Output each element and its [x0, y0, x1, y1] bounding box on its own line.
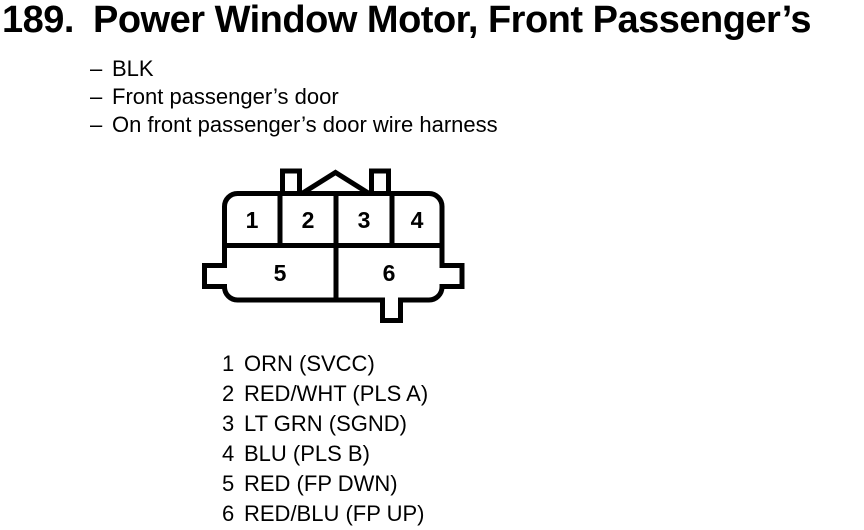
pin-wire-label: ORN (SVCC) [244, 351, 375, 376]
figure-title-text: Power Window Motor, Front Passenger’s [93, 0, 812, 41]
cavity-number: 5 [274, 260, 287, 286]
pin-number: 4 [222, 441, 235, 466]
pin-wire-label: LT GRN (SGND) [244, 411, 407, 436]
pin-number: 6 [222, 501, 235, 526]
pin-number: 1 [222, 351, 235, 376]
pin-wire-label: RED (FP DWN) [244, 471, 398, 496]
cavity-number: 6 [383, 260, 396, 286]
note-text: On front passenger’s door wire harness [112, 112, 498, 137]
connector-body [202, 191, 465, 323]
cavity-number: 1 [246, 207, 259, 233]
figure-number: 189. [2, 0, 74, 41]
pinout-row: 2 RED/WHT (PLS A) [222, 379, 428, 409]
note-line: –Front passenger’s door [90, 83, 498, 111]
dash-bullet: – [90, 56, 103, 81]
figure-title: 189. Power Window Motor, Front Passenger… [2, 0, 812, 41]
pinout-row: 6 RED/BLU (FP UP) [222, 499, 428, 529]
pinout-row: 5 RED (FP DWN) [222, 469, 428, 499]
note-text: BLK [112, 56, 154, 81]
pin-wire-label: RED/BLU (FP UP) [244, 501, 425, 526]
connector-notes: –BLK –Front passenger’s door –On front p… [90, 55, 498, 139]
cavity-number: 2 [302, 207, 315, 233]
note-line: –On front passenger’s door wire harness [90, 111, 498, 139]
note-text: Front passenger’s door [112, 84, 339, 109]
cavity-number: 3 [358, 207, 371, 233]
pin-number: 2 [222, 381, 235, 406]
pinout-row: 1 ORN (SVCC) [222, 349, 428, 379]
note-line: –BLK [90, 55, 498, 83]
pin-number: 3 [222, 411, 235, 436]
pinout-list: 1 ORN (SVCC) 2 RED/WHT (PLS A) 3 LT GRN … [222, 349, 428, 529]
connector-index-triangle-icon [300, 169, 371, 196]
pinout-row: 4 BLU (PLS B) [222, 439, 428, 469]
dash-bullet: – [90, 112, 103, 137]
dash-bullet: – [90, 84, 103, 109]
pin-number: 5 [222, 471, 235, 496]
connector-diagram: 1 2 3 4 5 6 [202, 168, 465, 323]
cavity-number: 4 [411, 207, 424, 233]
pinout-row: 3 LT GRN (SGND) [222, 409, 428, 439]
pin-wire-label: RED/WHT (PLS A) [244, 381, 429, 406]
pin-wire-label: BLU (PLS B) [244, 441, 370, 466]
